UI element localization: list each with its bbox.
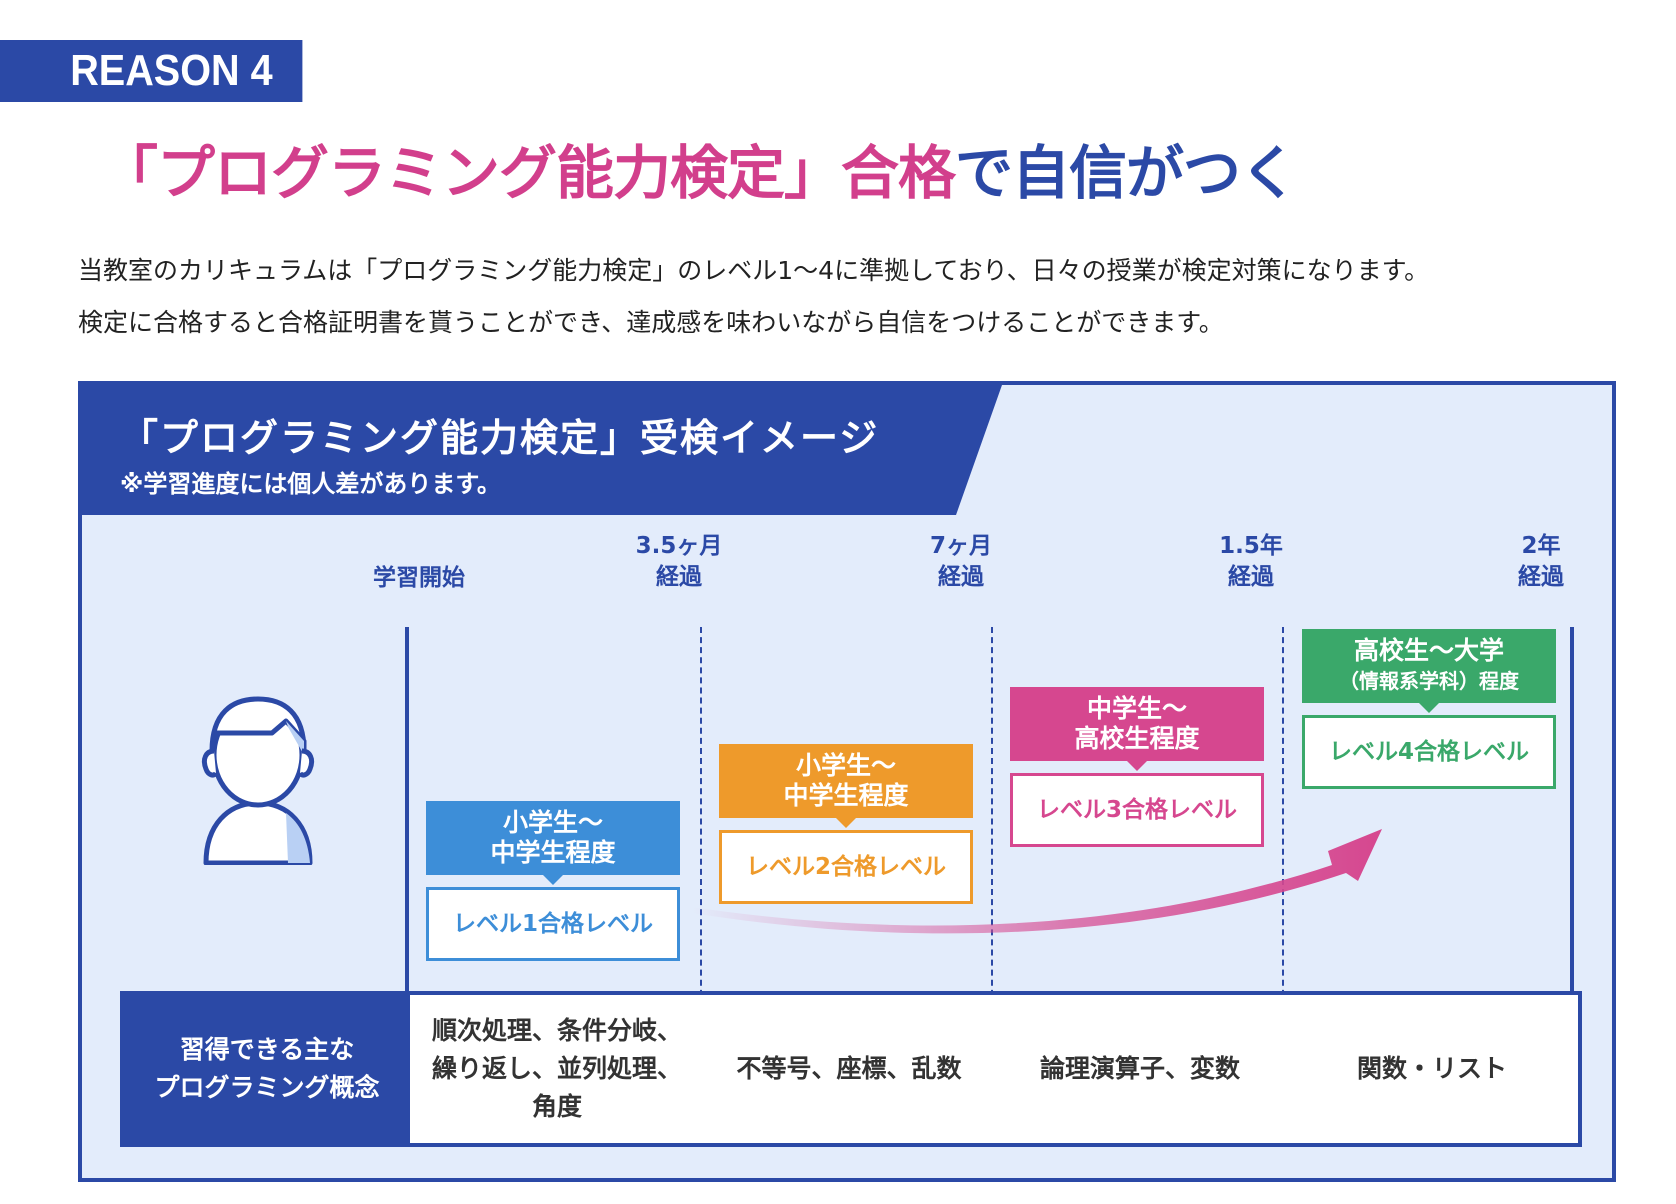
headline-blue-part: で自信がつく — [955, 139, 1298, 207]
level-1-label: レベル1合格レベル — [426, 887, 680, 961]
timeline-divider — [700, 627, 702, 1147]
level-4-label: レベル4合格レベル — [1302, 715, 1556, 789]
milestone-7-months: 7ヶ月 経過 — [896, 531, 1026, 593]
concept-line: 不等号、座標、乱数 — [736, 1054, 962, 1083]
level-3-card: 中学生〜 高校生程度 レベル3合格レベル — [1010, 687, 1264, 847]
level-4-target-tag: 高校生〜大学 （情報系学科）程度 — [1302, 629, 1556, 713]
intro-line-1: 当教室のカリキュラムは「プログラミング能力検定」のレベル1〜4に準拠しており、日… — [78, 256, 1430, 285]
milestone-label: 経過 — [1228, 564, 1274, 590]
milestone-label: 1.5年 — [1219, 533, 1283, 559]
exam-timeline-diagram: 「プログラミング能力検定」受検イメージ ※学習進度には個人差があります。 学習開… — [78, 381, 1616, 1182]
level-tag-line: 小学生〜 — [502, 808, 603, 837]
level-tag-line: 高校生程度 — [1074, 724, 1200, 753]
level-1-card: 小学生〜 中学生程度 レベル1合格レベル — [426, 801, 680, 961]
diagram-header: 「プログラミング能力検定」受検イメージ ※学習進度には個人差があります。 — [82, 385, 1002, 515]
level-2-label: レベル2合格レベル — [719, 830, 973, 904]
concept-cell-level-2: 不等号、座標、乱数 — [704, 995, 994, 1143]
diagram-note: ※学習進度には個人差があります。 — [120, 470, 501, 498]
level-4-card: 高校生〜大学 （情報系学科）程度 レベル4合格レベル — [1302, 629, 1556, 789]
level-tag-line: 中学生〜 — [1086, 694, 1187, 723]
concepts-label-line: 習得できる主な — [179, 1035, 355, 1064]
level-tag-line: 高校生〜大学 — [1353, 636, 1504, 665]
concept-line: 関数・リスト — [1356, 1054, 1507, 1083]
concept-line: 角度 — [531, 1092, 582, 1121]
concept-cell-level-3: 論理演算子、変数 — [995, 995, 1285, 1143]
page-headline: 「プログラミング能力検定」合格で自信がつく — [100, 128, 1298, 218]
level-2-card: 小学生〜 中学生程度 レベル2合格レベル — [719, 744, 973, 904]
reason-badge: REASON 4 — [0, 40, 303, 102]
level-tag-line: （情報系学科）程度 — [1339, 669, 1519, 693]
timeline-end-line — [1570, 627, 1574, 997]
milestone-1-5-years: 1.5年 経過 — [1186, 531, 1316, 593]
concepts-row: 習得できる主な プログラミング概念 順次処理、条件分岐、 繰り返し、並列処理、 … — [120, 991, 1582, 1147]
level-3-label: レベル3合格レベル — [1010, 773, 1264, 847]
milestone-label: 経過 — [1518, 564, 1564, 590]
reason-badge-label: REASON 4 — [70, 46, 273, 95]
milestone-3-5-months: 3.5ヶ月 経過 — [614, 531, 744, 593]
milestone-label: 経過 — [656, 564, 702, 590]
concepts-row-label: 習得できる主な プログラミング概念 — [124, 995, 410, 1143]
student-icon — [201, 696, 315, 865]
headline-pink-part: 「プログラミング能力検定」合格 — [100, 139, 956, 207]
milestone-label: 経過 — [938, 564, 984, 590]
milestone-label: 2年 — [1521, 533, 1561, 559]
concept-line: 順次処理、条件分岐、 — [431, 1016, 682, 1045]
level-tag-line: 小学生〜 — [795, 751, 896, 780]
concept-line: 繰り返し、並列処理、 — [431, 1054, 682, 1083]
milestone-2-years: 2年 経過 — [1476, 531, 1606, 593]
milestone-label: 7ヶ月 — [929, 533, 992, 559]
intro-line-2: 検定に合格すると合格証明書を貰うことができ、達成感を味わいながら自信をつけること… — [78, 308, 1224, 337]
milestone-label: 3.5ヶ月 — [635, 533, 723, 559]
level-tag-line: 中学生程度 — [490, 838, 616, 867]
milestone-start: 学習開始 — [354, 563, 484, 594]
diagram-title: 「プログラミング能力検定」受検イメージ — [120, 416, 880, 460]
intro-text: 当教室のカリキュラムは「プログラミング能力検定」のレベル1〜4に準拠しており、日… — [78, 245, 1638, 349]
level-3-target-tag: 中学生〜 高校生程度 — [1010, 687, 1264, 771]
level-tag-line: 中学生程度 — [783, 781, 909, 810]
concepts-label-line: プログラミング概念 — [154, 1073, 380, 1102]
concept-cell-level-1: 順次処理、条件分岐、 繰り返し、並列処理、 角度 — [412, 995, 702, 1143]
milestone-label: 学習開始 — [373, 565, 465, 591]
timeline-start-line — [405, 627, 409, 997]
growth-arrow — [692, 829, 1382, 934]
concept-cell-level-4: 関数・リスト — [1286, 995, 1578, 1143]
level-1-target-tag: 小学生〜 中学生程度 — [426, 801, 680, 885]
timeline-divider — [991, 627, 993, 1147]
concept-line: 論理演算子、変数 — [1039, 1054, 1240, 1083]
level-2-target-tag: 小学生〜 中学生程度 — [719, 744, 973, 828]
